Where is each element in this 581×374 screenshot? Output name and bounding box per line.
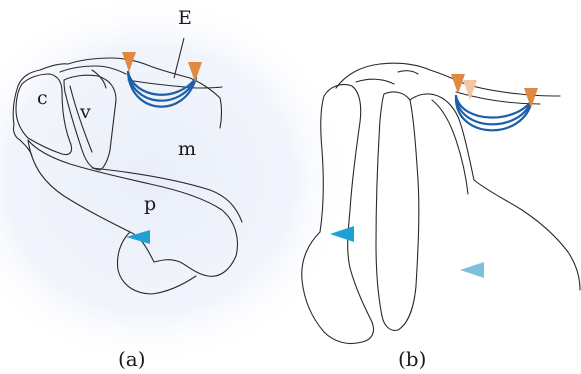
panel-b-cyan-marker-faded: [460, 262, 484, 278]
panel-b-skull-ridge: [356, 71, 418, 84]
panel-a-label-E: E: [178, 7, 192, 29]
panel-b-inner-rod: [376, 92, 419, 330]
panel-a-label-p: p: [144, 193, 156, 215]
panel-a-label-c: c: [37, 87, 48, 109]
panel-a-label-v: v: [79, 101, 91, 123]
panel-b-orange-marker-right: [524, 88, 538, 108]
panel-b-caption: (b): [398, 347, 426, 371]
panel-a-label-m: m: [178, 138, 196, 160]
panel-a: E c v m p (a): [0, 0, 355, 371]
panel-b-orange-marker-left: [451, 74, 465, 94]
panel-a-caption: (a): [118, 347, 146, 371]
panel-a-background-glow: [0, 0, 355, 370]
